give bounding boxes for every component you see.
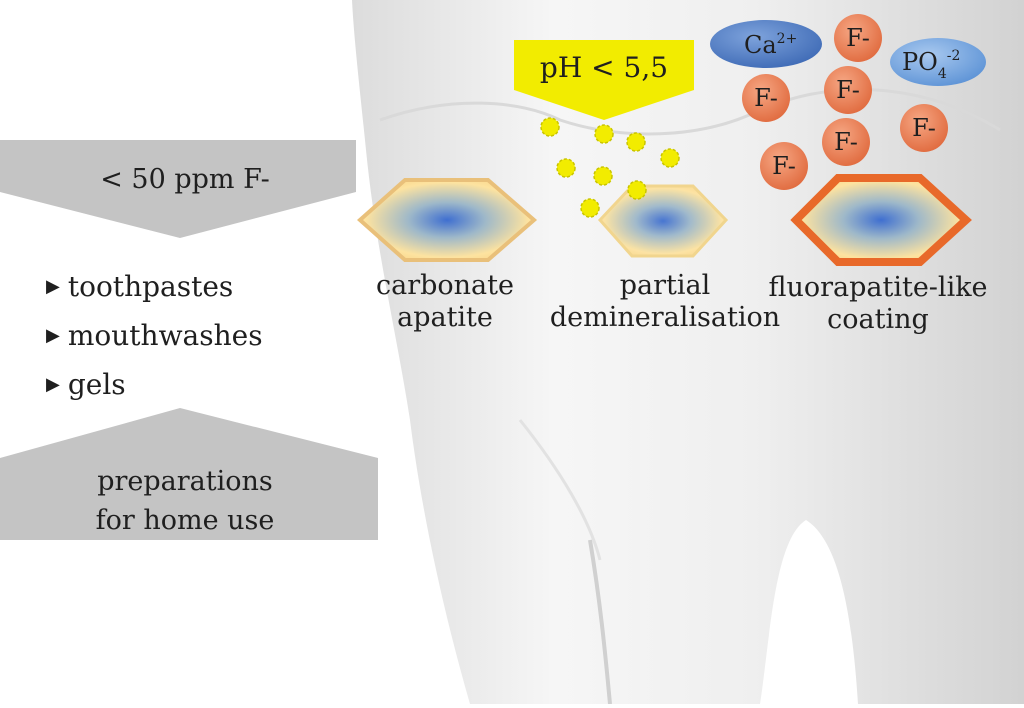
caption-line: carbonate (376, 270, 514, 301)
concentration-label: < 50 ppm F- (100, 164, 270, 195)
fluoride-ion (742, 74, 790, 122)
fluoride-label: F- (772, 152, 796, 180)
fluoride-label: F- (846, 24, 870, 52)
acid-particle (540, 117, 560, 137)
calcium-label: Ca2+ (744, 31, 797, 59)
bullet-triangle-icon: ▶ (46, 374, 60, 395)
usage-banner (0, 408, 378, 540)
fluoride-label: F- (754, 84, 778, 112)
product-label: mouthwashes (67, 319, 263, 352)
usage-label: preparations for home use (0, 462, 370, 540)
fluoride-ion (760, 142, 808, 190)
fluoride-ion (822, 118, 870, 166)
usage-line: for home use (95, 505, 275, 537)
caption-line: fluorapatite-like (768, 272, 988, 303)
fluoride-label: F- (912, 114, 936, 142)
fluoride-ion (834, 14, 882, 62)
bullet-triangle-icon: ▶ (46, 276, 60, 297)
fluoride-ion (900, 104, 948, 152)
carbonate-apatite-crystal (356, 178, 538, 262)
list-item: ▶ toothpastes (46, 262, 263, 311)
acid-particle (627, 180, 647, 200)
acid-particle (593, 166, 613, 186)
stage-caption: partial demineralisation (540, 270, 790, 335)
stage-caption: fluorapatite-like coating (758, 272, 998, 337)
usage-line: preparations (97, 466, 273, 497)
product-label: gels (67, 368, 126, 401)
acid-particle (594, 124, 614, 144)
calcium-ion (710, 20, 822, 68)
product-list: ▶ toothpastes ▶ mouthwashes ▶ gels (46, 262, 263, 409)
stage-caption: carbonate apatite (350, 270, 540, 335)
fluoride-ion (824, 66, 872, 114)
list-item: ▶ gels (46, 360, 263, 409)
acid-particle (626, 132, 646, 152)
concentration-banner (0, 140, 356, 238)
list-item: ▶ mouthwashes (46, 311, 263, 360)
acid-arrow (514, 40, 694, 120)
product-label: toothpastes (67, 270, 234, 303)
bullet-triangle-icon: ▶ (46, 325, 60, 346)
caption-line: apatite (397, 302, 493, 334)
fluoride-label: F- (836, 76, 860, 104)
phosphate-ion (890, 38, 986, 86)
caption-line: coating (827, 304, 929, 336)
acid-particle (556, 158, 576, 178)
ph-label: pH < 5,5 (539, 51, 669, 84)
acid-particles (540, 117, 680, 218)
fluorapatite-crystal (790, 174, 972, 266)
acid-particle (580, 198, 600, 218)
fluoride-label: F- (834, 128, 858, 156)
phosphate-label: PO4-2 (902, 48, 960, 82)
acid-particle (660, 148, 680, 168)
caption-line: partial (619, 270, 711, 301)
caption-line: demineralisation (549, 302, 781, 334)
